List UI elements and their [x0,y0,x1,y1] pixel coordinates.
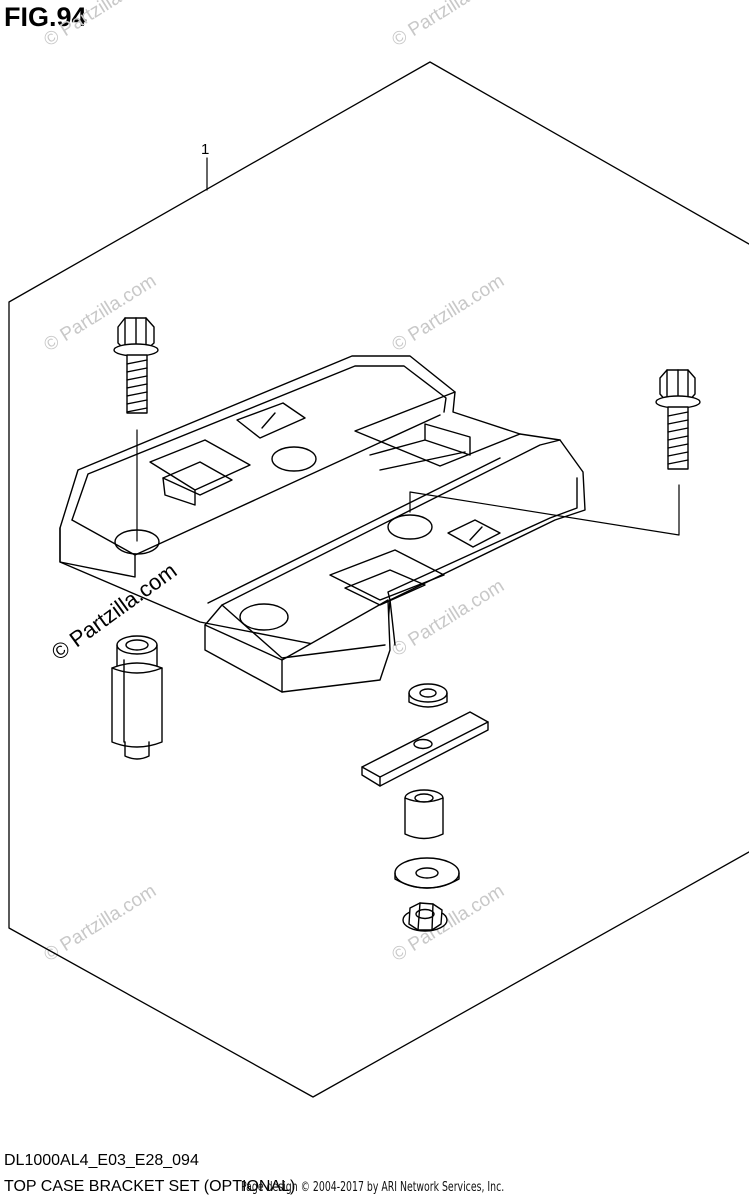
diagram-caption: TOP CASE BRACKET SET (OPTIONAL) [4,1178,296,1195]
kit-boundary-outline [8,61,749,1098]
hardware-stack [361,683,489,932]
left-flange-bolt [113,317,159,542]
spacer-collar [111,635,163,760]
copyright-notice: Page design © 2004-2017 by ARI Network S… [241,1180,505,1195]
model-code: DL1000AL4_E03_E28_094 [4,1152,199,1169]
callout-label-1: 1 [201,141,209,158]
right-flange-bolt [409,369,701,536]
bracket-plate [59,355,586,693]
figure-title: FIG.94 [4,2,87,32]
